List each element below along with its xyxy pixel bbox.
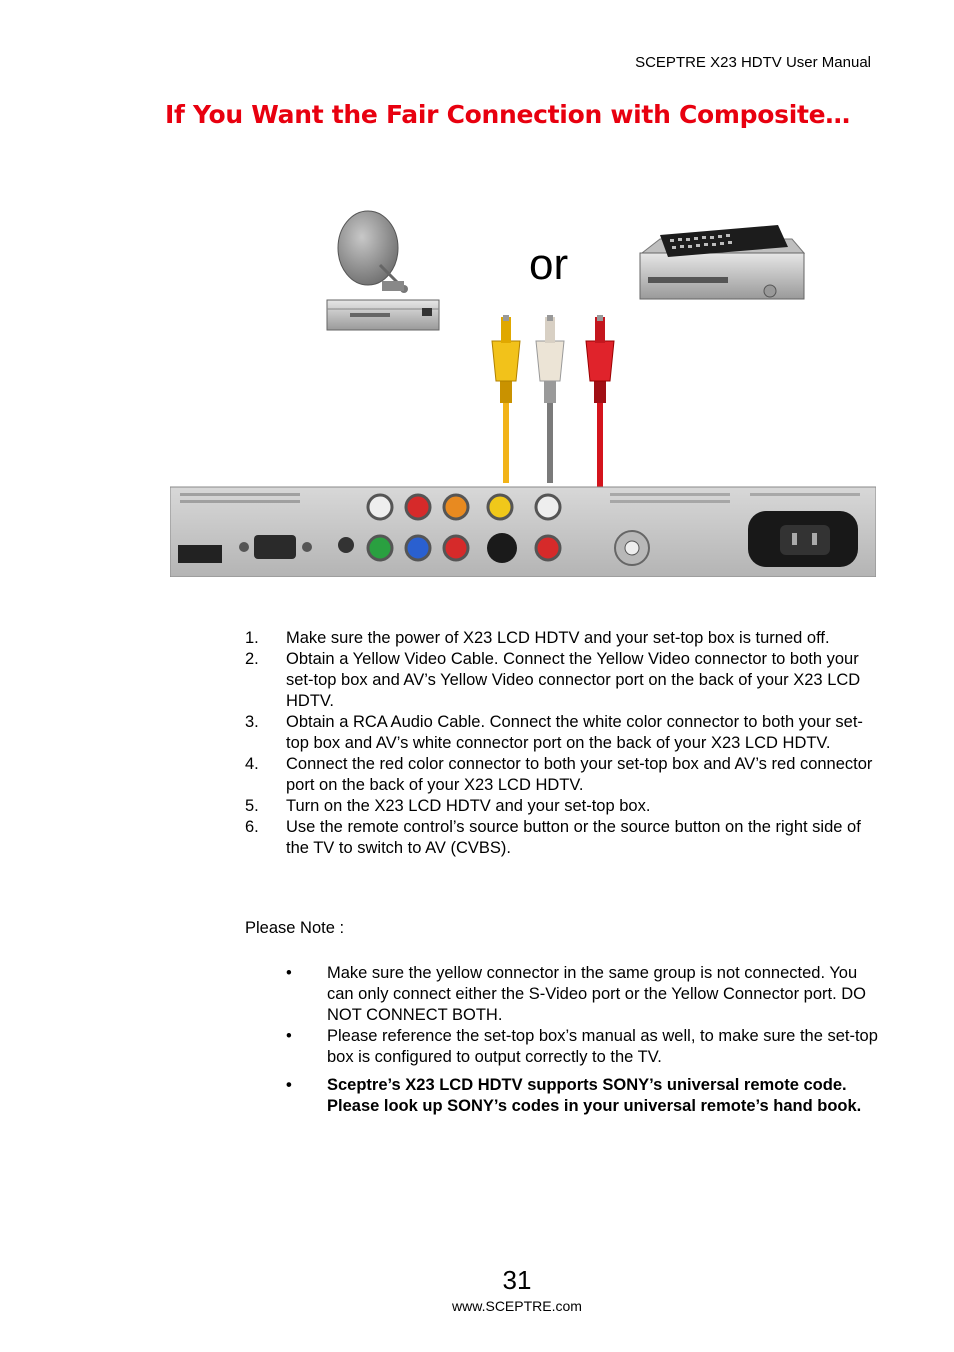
satellite-receiver-icon (326, 299, 440, 331)
yellow-video-cable (491, 315, 521, 483)
list-item: •Please reference the set-top box’s manu… (286, 1027, 878, 1066)
note-label: Please Note : (245, 919, 345, 937)
instruction-list: 1.Make sure the power of X23 LCD HDTV an… (245, 628, 875, 859)
list-item: •Make sure the yellow connector in the s… (286, 964, 867, 1024)
list-item: 1.Make sure the power of X23 LCD HDTV an… (245, 629, 830, 647)
connection-diagram: or (169, 205, 877, 578)
tv-back-panel (169, 486, 877, 578)
list-item: 3.Obtain a RCA Audio Cable. Connect the … (245, 713, 863, 752)
rca-port-row-bottom (366, 533, 562, 563)
s-video-port-icon (487, 533, 517, 563)
note-bullet-list: •Make sure the yellow connector in the s… (286, 963, 886, 1117)
list-item: 2.Obtain a Yellow Video Cable. Connect t… (245, 650, 861, 710)
running-header: SCEPTRE X23 HDTV User Manual (635, 54, 871, 71)
rca-port-row-top (366, 493, 562, 521)
satellite-dish-icon (337, 210, 408, 293)
list-item: 5.Turn on the X23 LCD HDTV and your set-… (245, 797, 651, 815)
page-number: 31 (502, 1265, 532, 1295)
bullet-icon: • (286, 964, 292, 982)
or-label: or (529, 240, 569, 289)
list-item: •Sceptre’s X23 LCD HDTV supports SONY’s … (286, 1076, 862, 1115)
vga-port-icon (254, 535, 296, 559)
bullet-icon: • (286, 1076, 292, 1094)
footer-url: www.SCEPTRE.com (452, 1298, 582, 1314)
list-item: 6.Use the remote control’s source button… (245, 818, 861, 857)
bullet-icon: • (286, 1027, 292, 1045)
section-title: If You Want the Fair Connection with Com… (165, 100, 850, 129)
remote-control-icon (660, 225, 788, 257)
list-item: 4.Connect the red color connector to bot… (245, 755, 873, 794)
white-audio-cable (535, 315, 565, 483)
hdmi-port-icon (178, 545, 222, 563)
audio-jack-icon (338, 537, 354, 553)
